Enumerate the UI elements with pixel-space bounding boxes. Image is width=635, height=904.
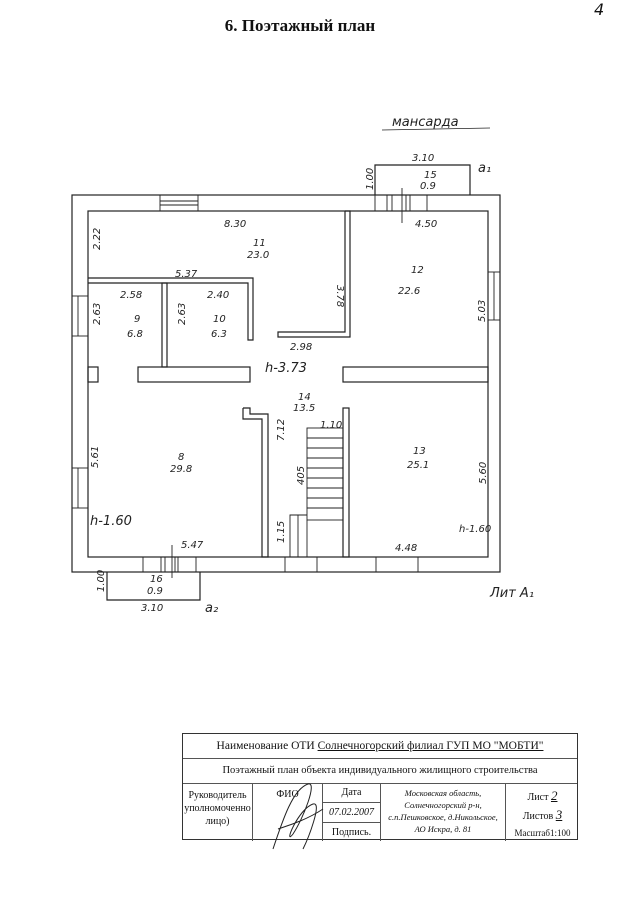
document-name: Поэтажный план объекта индивидуального ж… (183, 758, 577, 784)
room-12-area: 22.6 (398, 286, 420, 297)
walls (71, 164, 501, 601)
svg-text:5.37: 5.37 (175, 269, 198, 280)
room-13-area: 25.1 (407, 460, 429, 471)
svg-text:5.61: 5.61 (90, 446, 101, 468)
svg-text:1.00: 1.00 (96, 570, 107, 592)
svg-text:2.98: 2.98 (290, 342, 312, 353)
svg-text:5.47: 5.47 (181, 540, 204, 551)
svg-text:2.63: 2.63 (177, 303, 188, 325)
room-14-number: 14 (298, 392, 311, 403)
room-11-number: 11 (253, 238, 266, 249)
room-16-number: 16 (150, 574, 163, 585)
height-left: h-1.60 (90, 514, 132, 529)
room-10-number: 10 (213, 314, 226, 325)
svg-text:1.00: 1.00 (365, 168, 376, 190)
svg-text:3.10: 3.10 (141, 603, 163, 614)
room-8-area: 29.8 (170, 464, 192, 475)
porch-15 (374, 164, 471, 195)
svg-text:2.22: 2.22 (92, 228, 103, 250)
windows (71, 188, 501, 578)
signature (272, 783, 324, 850)
annex-a1-label: а₁ (478, 161, 491, 176)
room-10-area: 6.3 (211, 329, 227, 340)
floor-plan: мансарда 11 23.0 12 22.6 9 6.8 10 6.3 8 … (71, 115, 534, 616)
svg-text:2.63: 2.63 (92, 303, 103, 325)
responsible-label: Руководитель уполномоченно лицо) (183, 783, 253, 841)
svg-text:4.50: 4.50 (415, 219, 437, 230)
svg-text:5.60: 5.60 (478, 462, 489, 484)
room-11-area: 23.0 (247, 250, 269, 261)
svg-text:3.10: 3.10 (412, 153, 434, 164)
svg-text:2.40: 2.40 (207, 290, 229, 301)
svg-text:3.78: 3.78 (334, 285, 345, 307)
dimensions: 8.30 5.37 2.58 2.40 2.98 4.50 3.10 1.10 … (90, 153, 489, 614)
svg-text:2.58: 2.58 (120, 290, 142, 301)
title-block: Наименование ОТИ Солнечногорский филиал … (182, 733, 578, 850)
svg-text:8.30: 8.30 (224, 219, 246, 230)
annex-a2-label: а₂ (205, 601, 218, 616)
height-right: h-1.60 (459, 524, 491, 535)
date-column: Дата 07.02.2007 Подпись. (323, 783, 381, 841)
svg-text:4.48: 4.48 (395, 543, 417, 554)
sheet-info: Лист 2 Листов 3 Масштаб1:100 (514, 788, 571, 838)
address: Московская область, Солнечногорский р-н,… (381, 783, 506, 841)
room-13-number: 13 (413, 446, 426, 457)
room-8-number: 8 (178, 452, 184, 463)
fio-label: ФИО (253, 783, 323, 841)
litera-label: Лит А₁ (489, 586, 534, 601)
room-12-number: 12 (411, 265, 424, 276)
page-corner-mark: 4 (594, 0, 605, 19)
svg-text:7.12: 7.12 (276, 419, 287, 441)
svg-text:405: 405 (296, 466, 307, 485)
height-center: h-3.73 (265, 361, 307, 376)
svg-text:5.03: 5.03 (477, 300, 488, 322)
org-row: Наименование ОТИ Солнечногорский филиал … (183, 734, 577, 759)
svg-text:1.10: 1.10 (320, 420, 342, 431)
page-title: 6. Поэтажный план (224, 16, 376, 35)
room-14-area: 13.5 (293, 403, 315, 414)
porch-16 (106, 572, 201, 601)
room-15-area: 0.9 (420, 181, 436, 192)
staircase (289, 427, 344, 557)
room-15-number: 15 (424, 170, 437, 181)
svg-text:1.15: 1.15 (276, 521, 287, 543)
room-9-number: 9 (134, 314, 140, 325)
room-9-area: 6.8 (127, 329, 143, 340)
room-16-area: 0.9 (147, 586, 163, 597)
floor-label: мансарда (392, 115, 459, 130)
